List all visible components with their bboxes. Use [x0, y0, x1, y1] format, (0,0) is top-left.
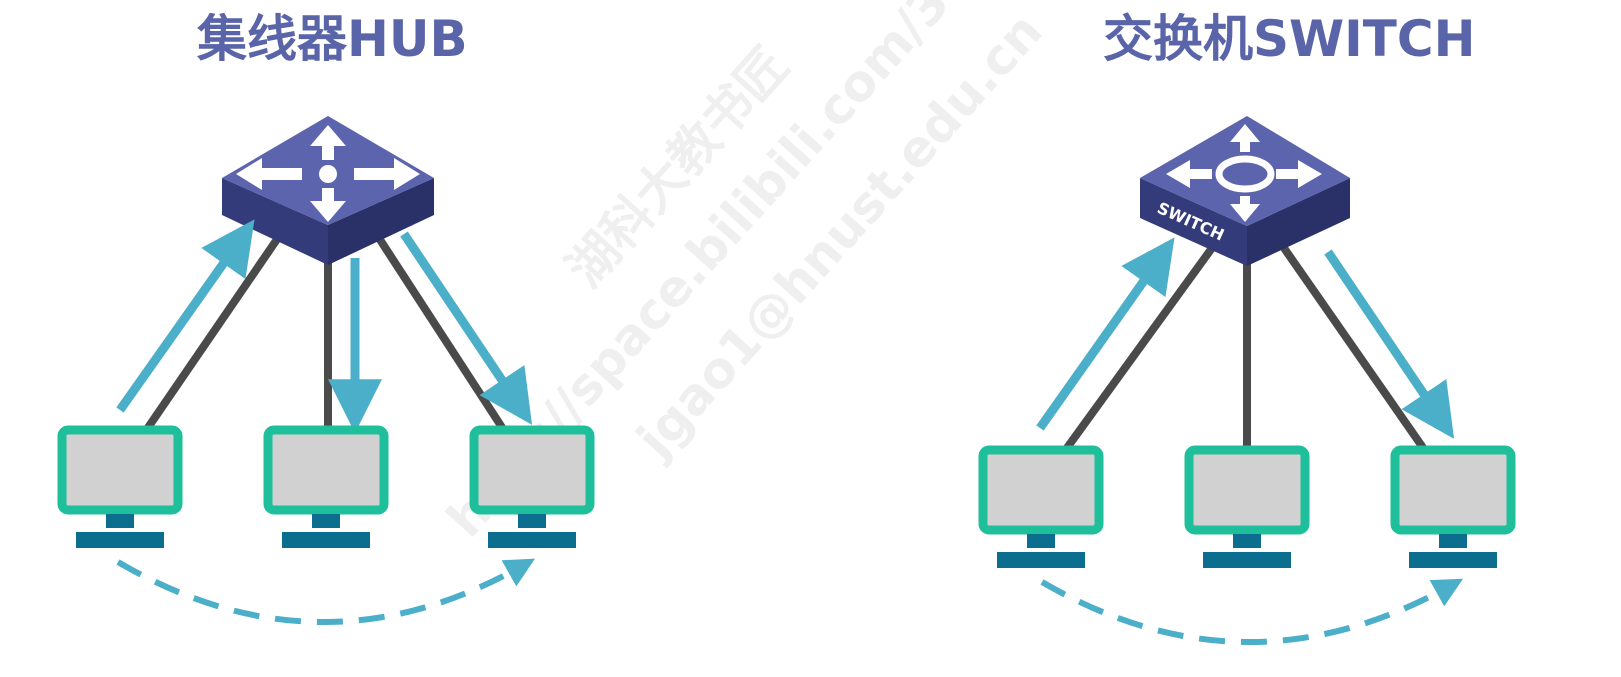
- computer-icon: [978, 445, 1104, 568]
- hub-dashed-arc-icon: [116, 558, 536, 625]
- computer-icon: [57, 425, 183, 548]
- computer-icon: [1390, 445, 1516, 568]
- computer-icon: [1184, 445, 1310, 568]
- hub-cable-left: [141, 229, 286, 435]
- hub-panel: [57, 116, 595, 625]
- switch-data-arrows: [1036, 237, 1455, 439]
- switch-cable-left: [1060, 245, 1216, 455]
- switch-arrow-up-icon: [1036, 237, 1175, 431]
- switch-icon: SWITCH: [1140, 116, 1350, 266]
- hub-icon: [222, 116, 434, 265]
- computer-icon: [263, 425, 389, 548]
- hub-arrow-down-right-icon: [400, 231, 533, 425]
- switch-cable-right: [1280, 245, 1430, 455]
- switch-arrow-down-right-icon: [1324, 249, 1455, 439]
- switch-panel: SWITCH: [978, 116, 1516, 645]
- hub-cable-right: [371, 229, 509, 435]
- switch-cables: [1060, 245, 1430, 455]
- switch-dashed-arc-icon: [1040, 578, 1464, 645]
- switch-title: 交换机SWITCH: [1103, 10, 1476, 68]
- hub-arrow-up-icon: [116, 219, 255, 413]
- hub-data-arrows: [116, 219, 533, 434]
- hub-title: 集线器HUB: [197, 10, 468, 68]
- computer-icon: [469, 425, 595, 548]
- hub-arrows-icon: [236, 125, 420, 222]
- switch-arrows-icon: [1166, 124, 1322, 222]
